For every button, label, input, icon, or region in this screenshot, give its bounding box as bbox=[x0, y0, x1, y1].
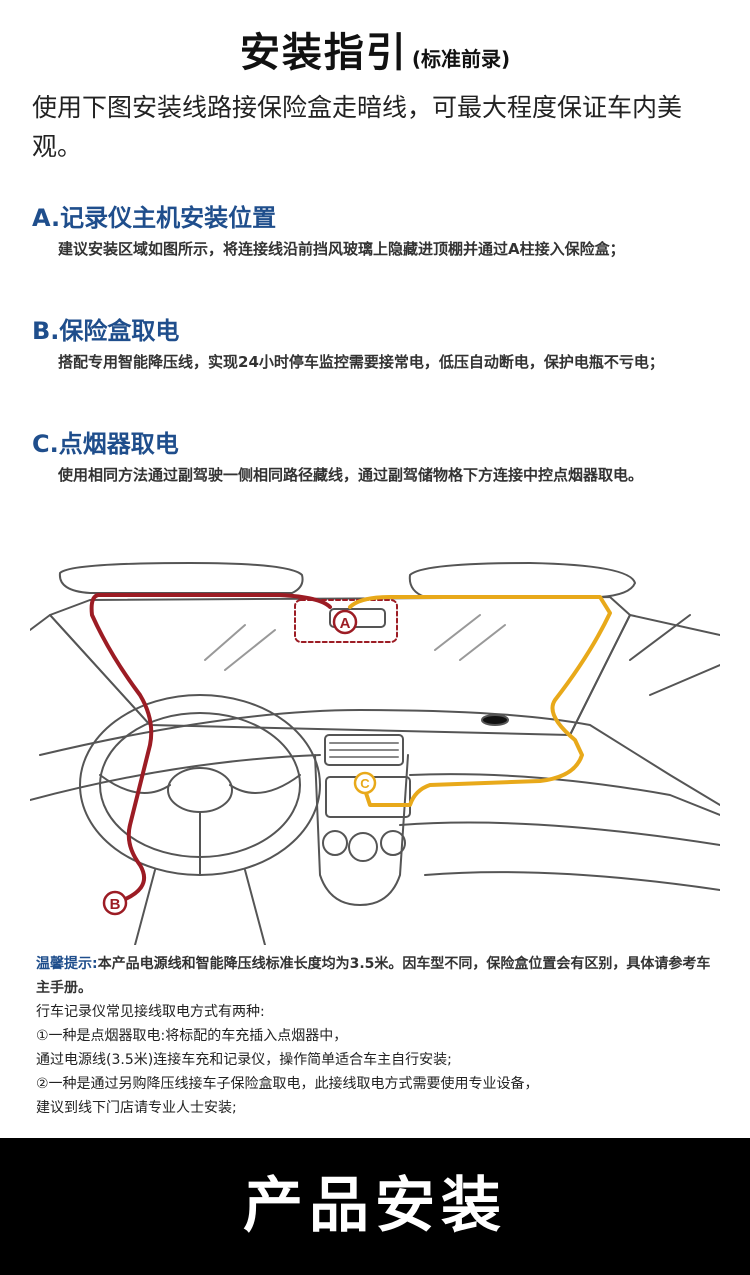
note-line: 行车记录仪常见接线取电方式有两种: bbox=[36, 1004, 265, 1020]
center-vent bbox=[324, 734, 404, 766]
section-a-body: 建议安装区域如图所示，将连接线沿前挡风玻璃上隐藏进顶棚并通过A柱接入保险盒； bbox=[58, 240, 625, 258]
note-line: ①一种是点烟器取电:将标配的车充插入点烟器中， bbox=[36, 1028, 348, 1044]
rear-view-mirror bbox=[329, 608, 386, 628]
marker-c: C bbox=[353, 771, 377, 795]
left-a-pillar bbox=[30, 614, 151, 726]
marker-b-label: B bbox=[110, 896, 121, 913]
marker-c-label: C bbox=[360, 776, 370, 791]
tip-label: 温馨提示: bbox=[36, 956, 98, 972]
page-title: 安装指引(标准前录) bbox=[0, 20, 750, 80]
left-sun-visor bbox=[58, 562, 304, 594]
center-console bbox=[314, 754, 409, 906]
mirror-mount-area bbox=[294, 599, 398, 643]
right-sun-visor bbox=[408, 562, 636, 598]
marker-a-label: A bbox=[340, 615, 351, 632]
red-wire-route bbox=[89, 593, 332, 905]
footer-banner: 产品安装 bbox=[0, 1138, 750, 1275]
right-a-pillar bbox=[569, 614, 720, 736]
tip-paragraph: 温馨提示:本产品电源线和智能降压线标准长度均为3.5米。因车型不同，保险盒位置会… bbox=[36, 952, 716, 1000]
marker-b: B bbox=[102, 890, 128, 916]
title-main: 安装指引 bbox=[239, 30, 408, 76]
note-line: 通过电源线(3.5米)连接车充和记录仪，操作简单适合车主自行安装; bbox=[36, 1052, 452, 1068]
note-line: 建议到线下门店请专业人士安装; bbox=[36, 1100, 237, 1116]
section-b-body: 搭配专用智能降压线，实现24小时停车监控需要接常电，低压自动断电，保护电瓶不亏电… bbox=[58, 353, 664, 371]
notes-block: 温馨提示:本产品电源线和智能降压线标准长度均为3.5米。因车型不同，保险盒位置会… bbox=[36, 952, 716, 1120]
section-b-heading: B.保险盒取电 bbox=[32, 317, 180, 345]
yellow-wire-route bbox=[348, 595, 612, 807]
dashcam-sensor bbox=[481, 714, 509, 726]
title-subtitle: (标准前录) bbox=[411, 47, 511, 71]
tip-text: 本产品电源线和智能降压线标准长度均为3.5米。因车型不同，保险盒位置会有区别，具… bbox=[36, 956, 711, 996]
car-interior-wiring-diagram: A B C bbox=[30, 562, 720, 945]
section-a-heading: A.记录仪主机安装位置 bbox=[32, 204, 277, 232]
note-line: ②一种是通过另购降压线接车子保险盒取电，此接线取电方式需要使用专业设备， bbox=[36, 1076, 539, 1092]
footer-label: 产品安装 bbox=[243, 1171, 507, 1241]
intro-text: 使用下图安装线路接保险盒走暗线，可最大程度保证车内美观。 bbox=[32, 93, 683, 161]
marker-a: A bbox=[332, 609, 358, 635]
section-c-body: 使用相同方法通过副驾驶一侧相同路径藏线，通过副驾储物格下方连接中控点烟器取电。 bbox=[58, 466, 644, 484]
section-c-heading: C.点烟器取电 bbox=[32, 430, 179, 458]
